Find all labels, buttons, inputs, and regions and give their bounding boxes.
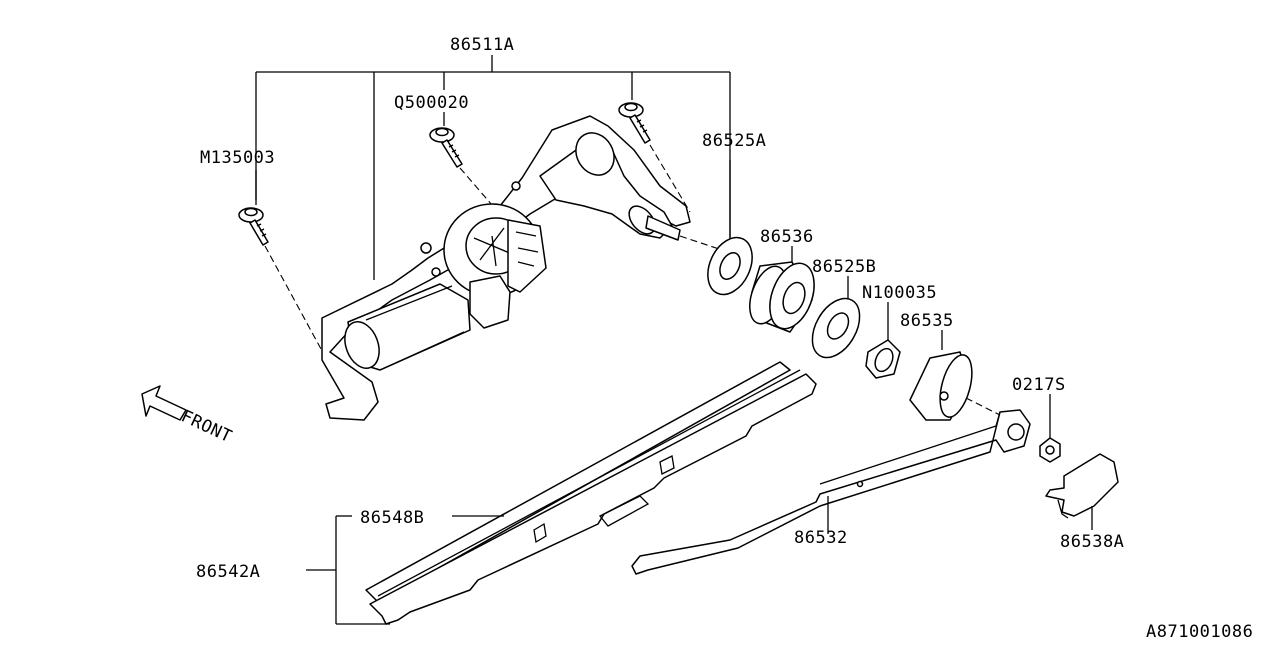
washer-86525a[interactable] <box>699 160 761 302</box>
label-nut-n100035: N100035 <box>862 283 937 303</box>
label-washer-86525a: 86525A <box>702 131 766 151</box>
bushing-86536[interactable] <box>743 246 823 335</box>
label-motor-assembly: 86511A <box>450 35 514 55</box>
label-bolt-q500020: Q500020 <box>394 93 469 113</box>
label-blade-rubber-86548b: 86548B <box>360 508 424 528</box>
label-washer-86525b: 86525B <box>812 257 876 277</box>
label-front: FRONT <box>178 406 235 447</box>
wiper-motor-assembly[interactable] <box>321 115 691 421</box>
bolt-m135003[interactable] <box>238 170 269 246</box>
bolt-q500020[interactable] <box>429 112 463 168</box>
label-blade-86542a: 86542A <box>196 562 260 582</box>
label-diagram-id: A871001086 <box>1146 622 1253 640</box>
label-arm-cover-86538a: 86538A <box>1060 532 1124 552</box>
label-bushing-86536: 86536 <box>760 227 814 247</box>
washer-86525b[interactable] <box>803 276 870 366</box>
cap-86535[interactable] <box>909 330 978 421</box>
nut-n100035[interactable] <box>865 302 901 379</box>
blade-leaders <box>306 515 504 625</box>
wiper-blade-86542a[interactable] <box>365 361 817 625</box>
label-arm-86532: 86532 <box>794 528 848 548</box>
wiper-arm-86532[interactable] <box>631 409 1031 575</box>
arm-cover-86538a[interactable] <box>1045 453 1119 530</box>
front-arrow-icon <box>141 385 187 421</box>
bolt-top-right[interactable] <box>618 102 651 144</box>
label-cap-86535: 86535 <box>900 311 954 331</box>
label-bolt-m135003: M135003 <box>200 148 275 168</box>
motor-assembly-leader <box>255 55 731 280</box>
nut-0217s[interactable] <box>1039 394 1061 463</box>
label-nut-0217s: 0217S <box>1012 375 1066 395</box>
